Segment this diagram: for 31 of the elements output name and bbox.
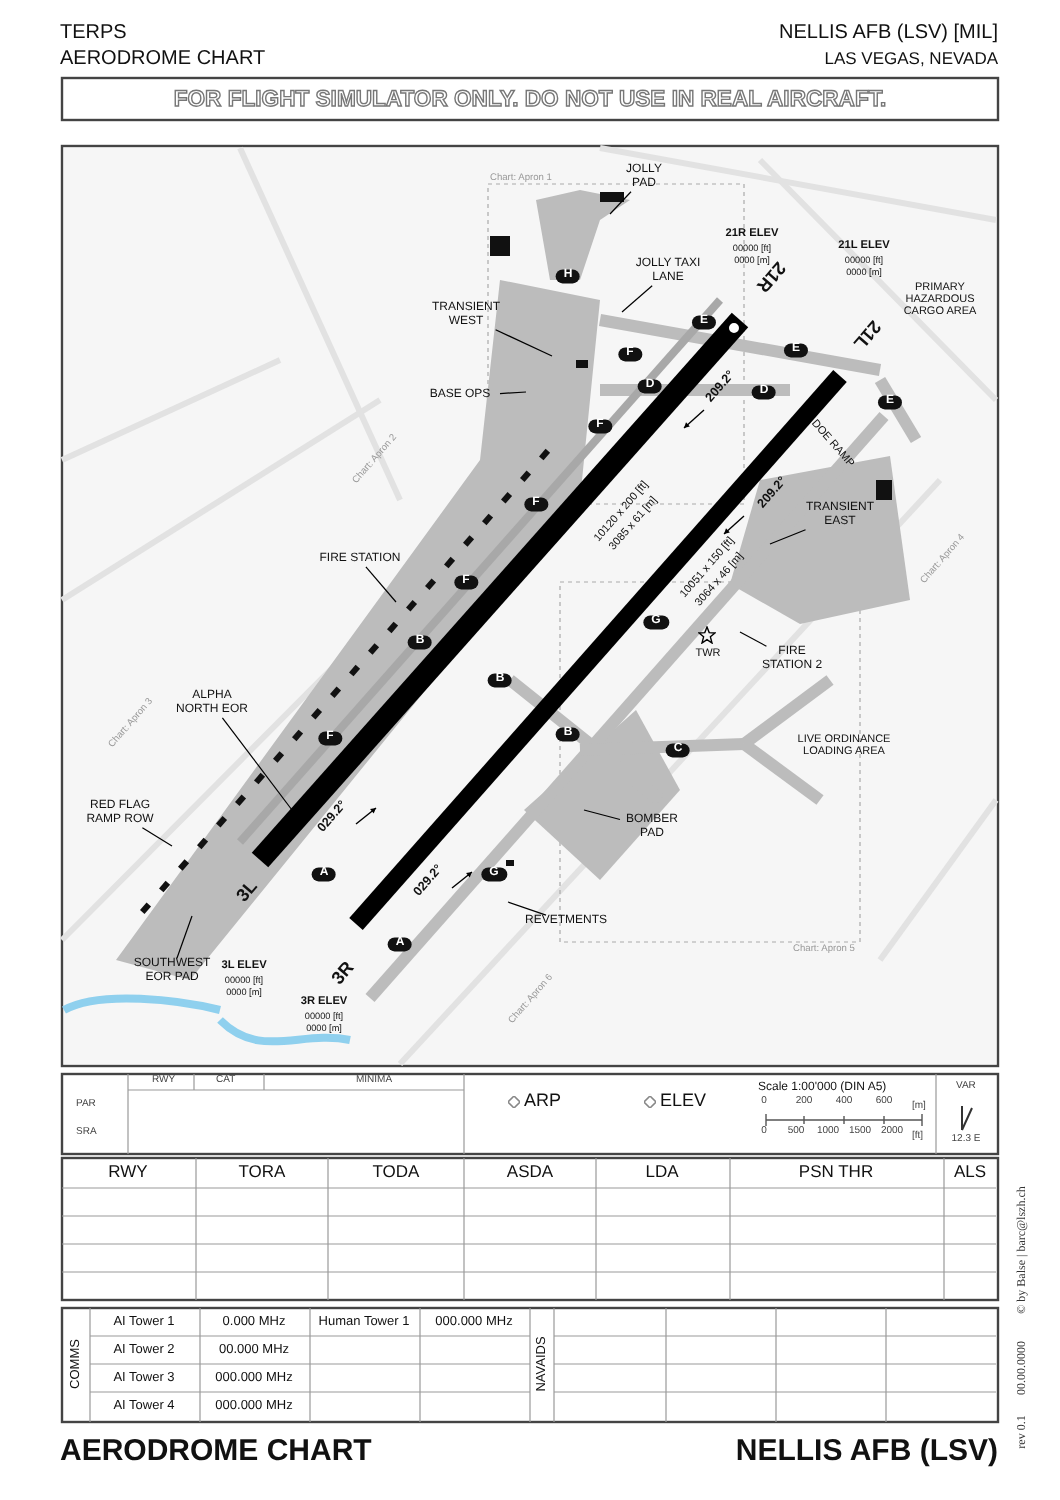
runway-designator: 3R xyxy=(329,958,359,990)
column-header: PSN THR xyxy=(798,1162,874,1182)
leader-line xyxy=(507,901,547,916)
header-text: NELLIS AFB (LSV) [MIL] xyxy=(779,22,998,44)
warning-banner-text: FOR FLIGHT SIMULATOR ONLY. DO NOT USE IN REAL AIRCRAFT. xyxy=(173,86,887,112)
leader-line xyxy=(621,285,653,313)
column-header: ALS xyxy=(953,1162,987,1182)
column-header: TODA xyxy=(372,1162,420,1182)
field-label: ELEV xyxy=(660,1092,707,1112)
column-header: LDA xyxy=(645,1162,679,1182)
leader-line xyxy=(221,717,293,811)
field-label: ARP xyxy=(524,1092,562,1112)
leader-line xyxy=(176,915,193,959)
leader-line xyxy=(495,329,553,357)
leader-line xyxy=(769,529,807,545)
header-text: TERPS xyxy=(60,22,127,44)
footer-title: NELLIS AFB (LSV) xyxy=(735,1436,998,1469)
leader-line xyxy=(739,631,767,647)
footer-title: AERODROME CHART xyxy=(60,1436,372,1469)
column-header: TORA xyxy=(238,1162,286,1182)
leader-line xyxy=(499,391,527,395)
leader-line xyxy=(141,827,173,847)
header-text: AERODROME CHART xyxy=(60,48,266,70)
column-header: RWY xyxy=(108,1162,148,1182)
leader-line xyxy=(609,191,632,215)
leader-line xyxy=(365,566,397,603)
column-header: ASDA xyxy=(506,1162,554,1182)
runway-designator: 21L xyxy=(848,315,884,353)
header-text: LAS VEGAS, NEVADA xyxy=(824,50,998,69)
runway-designator: 3L xyxy=(233,877,263,907)
leader-line xyxy=(583,809,621,821)
